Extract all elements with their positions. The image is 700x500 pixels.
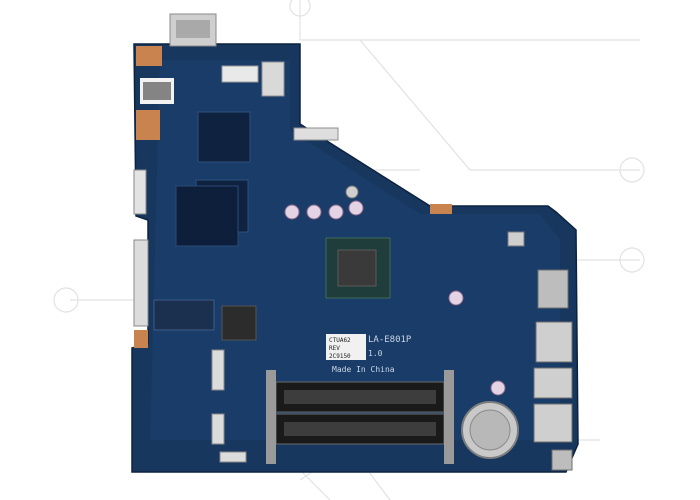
ribbon-connector-mid (293, 127, 339, 141)
model-code-label: LA-E801P (368, 335, 412, 345)
port-small (551, 449, 573, 471)
copper-pad-bottom-left (134, 330, 148, 348)
sticker-line-1: CTUA62 (329, 337, 351, 344)
ribbon-connector-top (261, 61, 285, 97)
choke-2 (153, 299, 215, 331)
port-usb-1 (535, 321, 573, 363)
rev-label: 1.0 (368, 349, 383, 358)
bottom-connector (219, 451, 247, 463)
info-sticker (326, 334, 366, 360)
side-connector-4 (211, 413, 225, 445)
side-connector-1 (133, 169, 147, 215)
port-top-right (507, 231, 525, 247)
choke-1 (221, 305, 257, 341)
ram-slot-upper (275, 381, 445, 413)
side-connector-3 (211, 349, 225, 391)
copper-pad-left (136, 110, 160, 140)
capacitors (284, 185, 506, 396)
copper-pad-right (430, 204, 452, 214)
port-audio (537, 269, 569, 309)
copper-pad-top (136, 46, 162, 66)
processor-die (337, 249, 377, 287)
sticker-line-3: 2C9150 (329, 353, 351, 360)
origin-label: Made In China (332, 365, 395, 374)
side-connector-2 (133, 239, 149, 327)
bga-chip (175, 185, 239, 247)
fan-connector (221, 65, 259, 83)
port-usb-3 (533, 403, 573, 443)
port-usb-2 (533, 367, 573, 399)
sticker-line-2: REV (329, 345, 340, 352)
memory-chip-1 (197, 111, 251, 163)
ram-slot-lower (275, 413, 445, 445)
